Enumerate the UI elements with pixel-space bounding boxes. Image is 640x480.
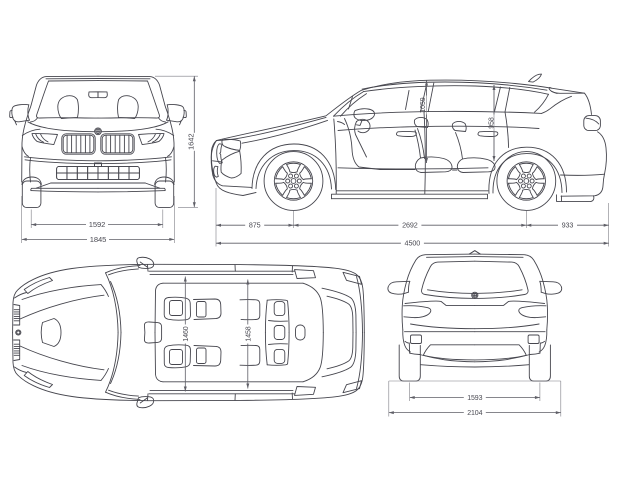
svg-text:2692: 2692 [402, 221, 418, 230]
svg-text:875: 875 [249, 221, 261, 230]
svg-text:933: 933 [562, 221, 574, 230]
svg-text:4500: 4500 [405, 239, 421, 248]
svg-text:1059: 1059 [420, 97, 427, 112]
svg-text:1642: 1642 [187, 134, 196, 151]
svg-text:1593: 1593 [467, 395, 482, 402]
svg-text:1592: 1592 [89, 220, 106, 229]
svg-text:1845: 1845 [90, 235, 107, 244]
svg-text:958: 958 [488, 117, 495, 129]
svg-text:2104: 2104 [467, 410, 482, 417]
svg-text:1458: 1458 [245, 326, 252, 341]
svg-text:1460: 1460 [183, 326, 190, 341]
